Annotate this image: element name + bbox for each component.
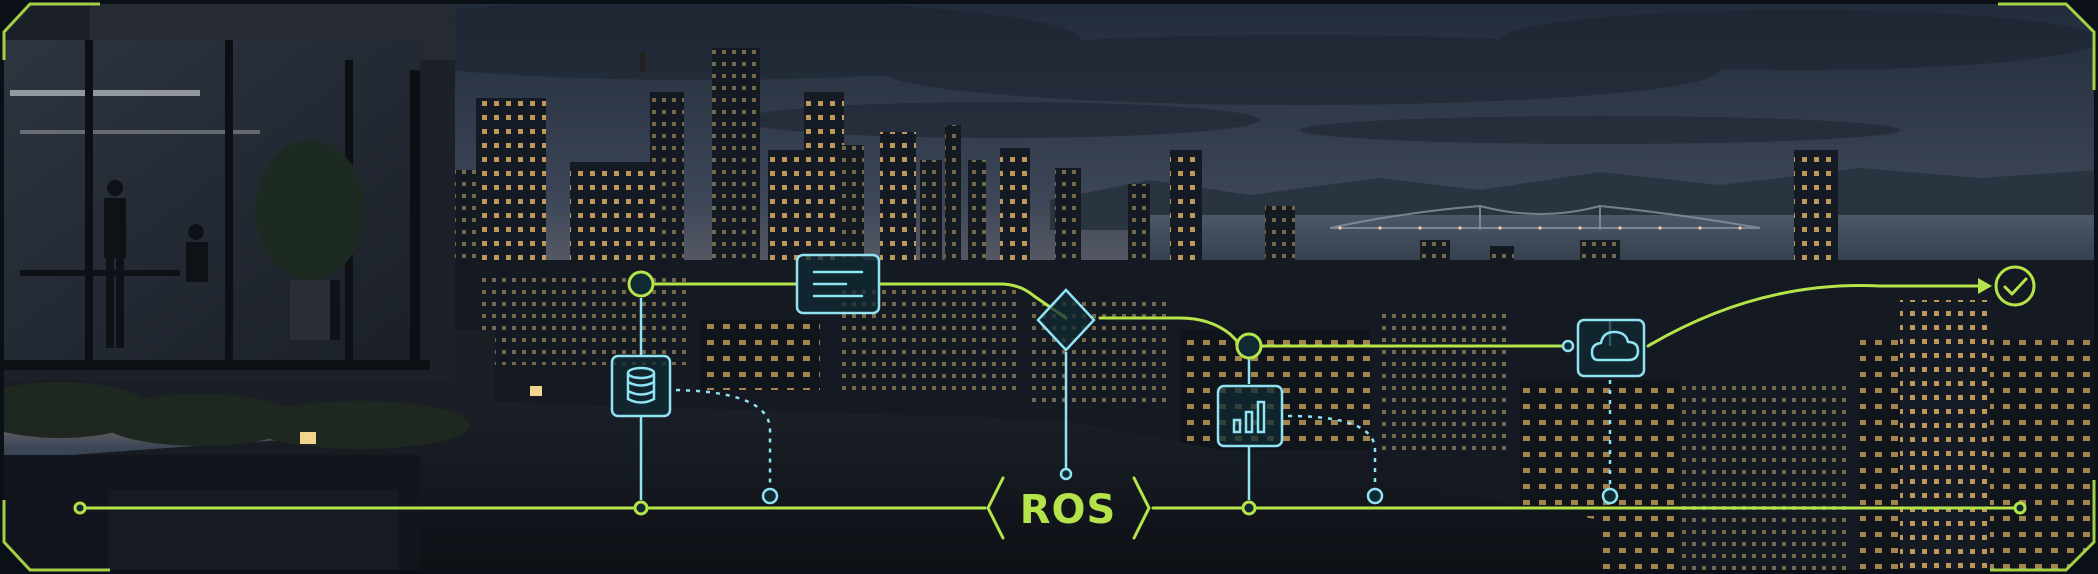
- dotted-chart: [1287, 414, 1377, 490]
- bus-joint-chart: [1241, 500, 1257, 516]
- document-node: [795, 253, 881, 315]
- ros-label: ROS: [1020, 487, 1117, 533]
- dotted-end-db: [761, 487, 779, 505]
- database-icon: [626, 366, 656, 404]
- flow-line-2: [878, 282, 1068, 320]
- flow-line-5: [1646, 284, 1984, 348]
- bus-joint-db: [633, 500, 649, 516]
- decision-diamond-node: [1036, 288, 1096, 352]
- flow-line-3: [1098, 316, 1238, 342]
- bar-chart-icon: [1232, 400, 1266, 434]
- decision-diamond-icon: [1036, 288, 1096, 352]
- diamond-end: [1059, 467, 1073, 481]
- arrow-head: [1978, 278, 1992, 294]
- right-bracket: [1132, 476, 1151, 540]
- start-node: [627, 270, 655, 298]
- ros-badge: ROS: [986, 476, 1151, 540]
- cloud-left-dot: [1561, 339, 1575, 353]
- cloud-node: [1576, 318, 1646, 378]
- cloud-icon: [1590, 330, 1640, 362]
- check-circle-icon: [1994, 265, 2036, 307]
- dotted-db: [675, 388, 772, 490]
- dotted-end-cloud: [1601, 487, 1619, 505]
- database-node: [610, 354, 672, 418]
- bar-chart-node: [1216, 384, 1284, 448]
- document-icon: [812, 270, 864, 298]
- junction-node: [1235, 332, 1263, 360]
- bus-end-right: [2013, 501, 2027, 515]
- left-bracket: [986, 476, 1005, 540]
- dotted-end-chart: [1366, 487, 1384, 505]
- bus-end-left: [73, 501, 87, 515]
